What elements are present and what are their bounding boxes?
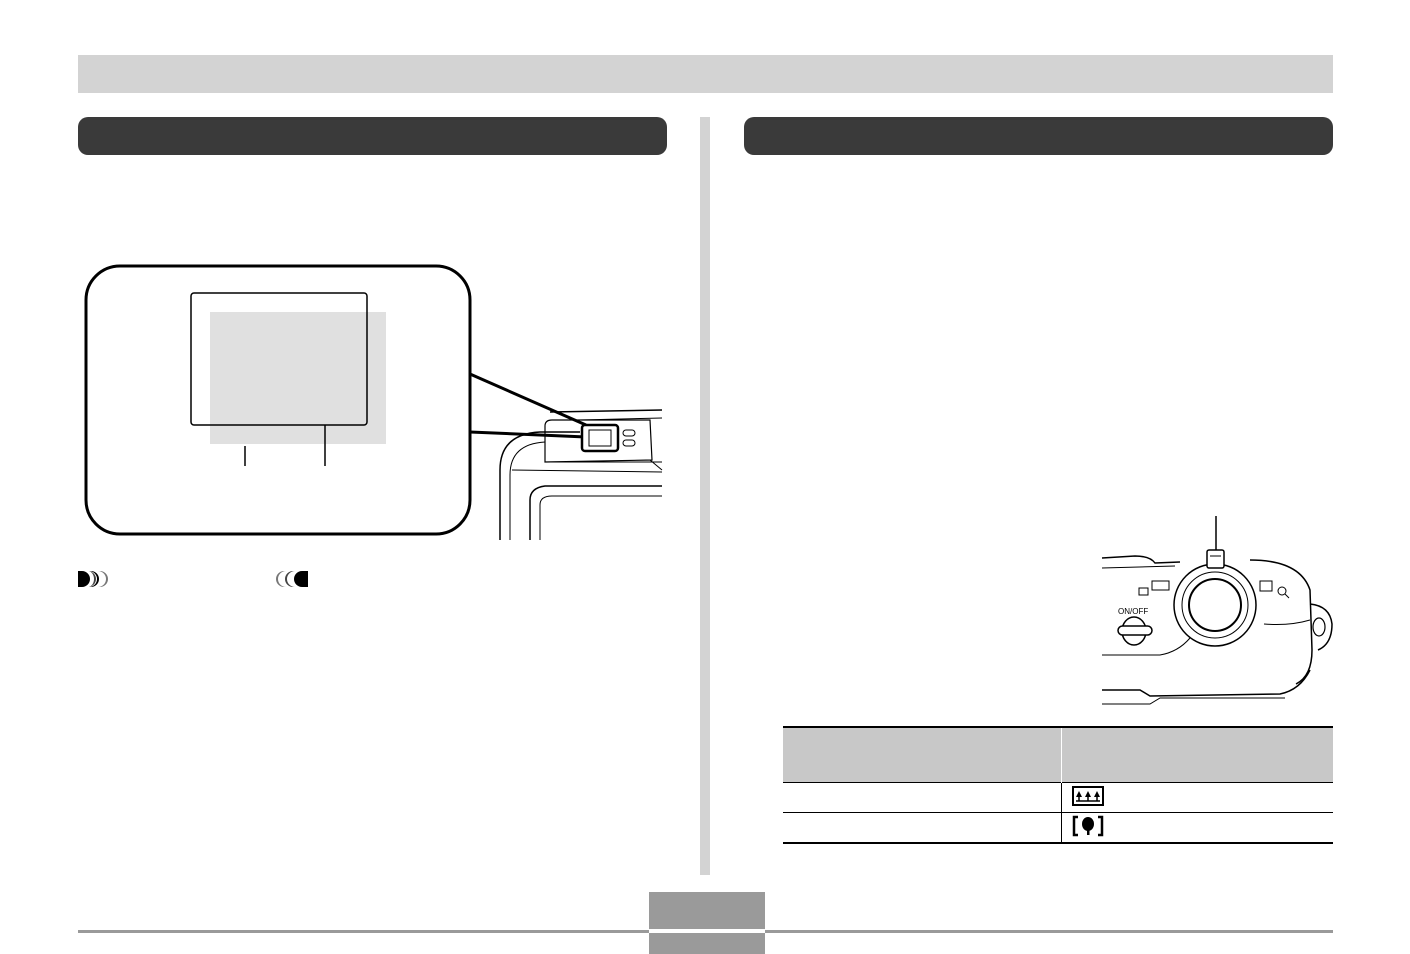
zoom-lever-illustration: ON/OFF: [1101, 516, 1333, 705]
table-header-row: [783, 727, 1333, 783]
indicator-lamp-lower: [622, 439, 636, 447]
table-cell-description: [783, 812, 1062, 843]
playback-mode-icon: [1138, 587, 1149, 596]
important-note-marker: [78, 571, 318, 587]
important-right-icon: [276, 571, 308, 587]
viewfinder-frame-outline: [190, 292, 368, 426]
wide-trees-icon: [1072, 786, 1104, 806]
callout-pointer-top: [469, 372, 587, 427]
viewfinder-window: [588, 429, 612, 447]
dial-tele-icon: [1259, 580, 1273, 592]
section-title-bar-left: [78, 117, 667, 155]
table-row: [783, 782, 1333, 813]
tele-tree-icon: [1072, 815, 1104, 837]
chapter-header-band: [78, 55, 1333, 93]
camera-back-drawing: [499, 409, 663, 540]
table-cell-icon: [1061, 782, 1333, 813]
indicator-lamp-upper: [622, 429, 636, 437]
table-cell-icon: [1061, 812, 1333, 843]
magnifier-icon: [1277, 586, 1287, 596]
table-cell-description: [783, 782, 1062, 813]
table-header-cell: [783, 727, 1062, 783]
table-row: [783, 812, 1333, 843]
important-left-icon: [78, 571, 108, 587]
page-number-tab-divider: [649, 929, 765, 933]
page-number-tab: [649, 892, 765, 954]
power-switch-label: ON/OFF: [1118, 607, 1148, 616]
section-title-bar-right: [744, 117, 1333, 155]
zoom-lever-icon: [1206, 549, 1225, 569]
zoom-table: [783, 726, 1333, 844]
viewfinder-illustration: [84, 264, 663, 540]
viewfinder-field-grey: [210, 312, 386, 444]
table-header-cell: [1061, 727, 1333, 783]
dial-wide-icon: [1151, 580, 1170, 591]
viewfinder-icon: [580, 423, 620, 453]
callout-pointer-bottom: [469, 430, 587, 439]
camera-top-drawing: [1101, 516, 1333, 705]
column-divider: [700, 117, 710, 875]
